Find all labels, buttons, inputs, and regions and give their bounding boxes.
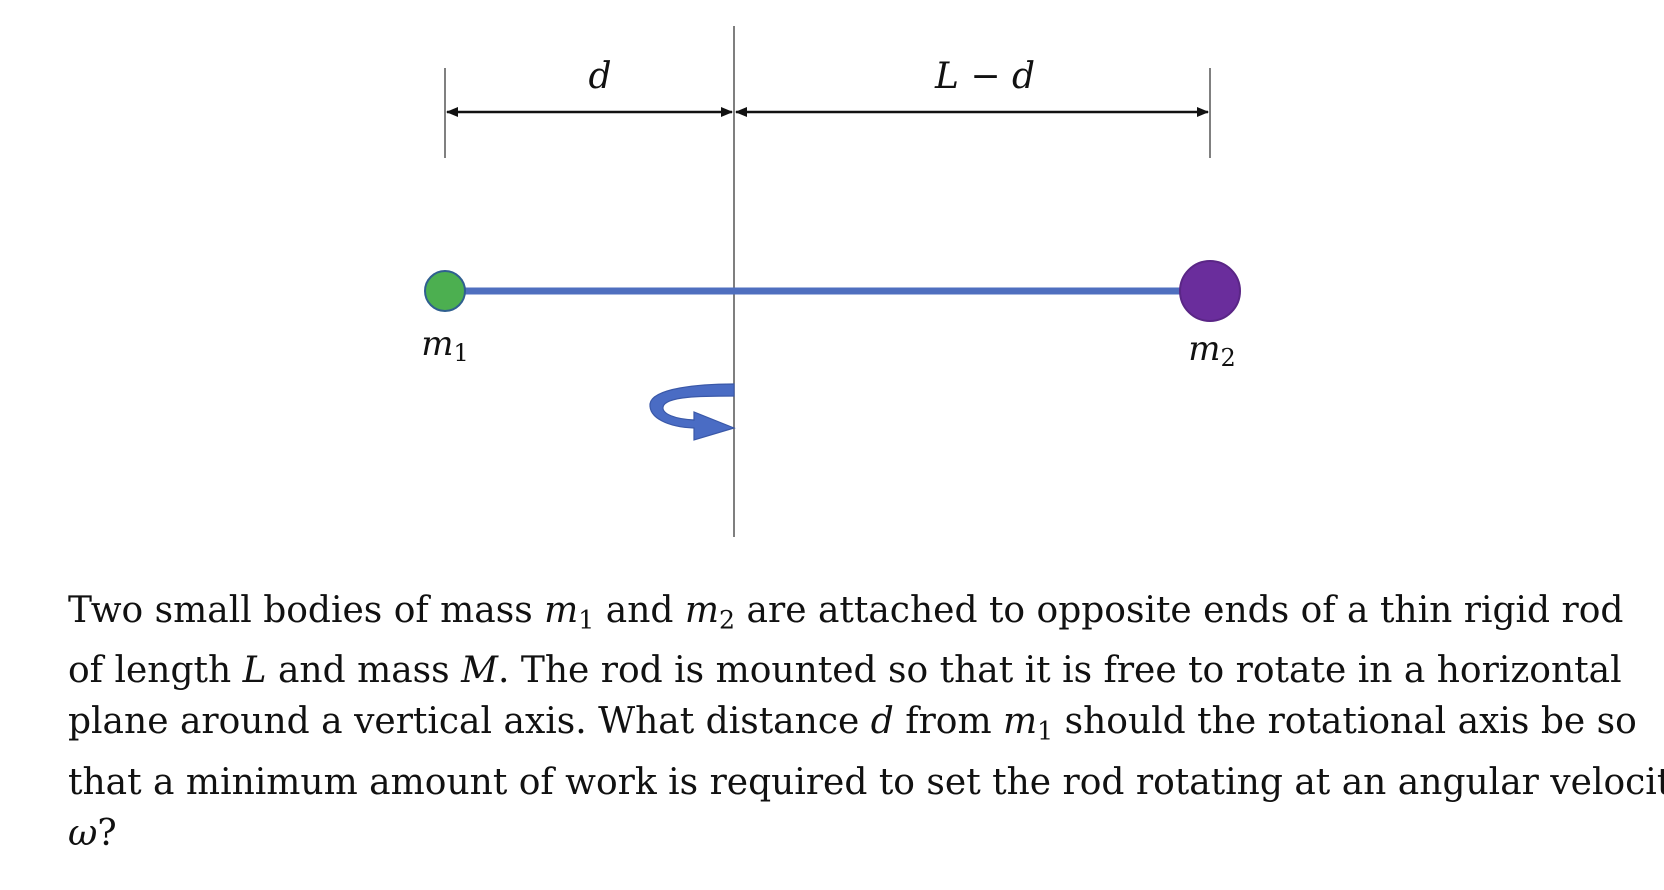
- label-m1: m1: [421, 324, 469, 367]
- math-big-m-var: M: [461, 650, 498, 692]
- math-m1-var: m: [1003, 701, 1038, 743]
- problem-text-segment: Two small bodies of mass: [68, 590, 545, 631]
- problem-text-segment: are attached to opposite ends of a thin …: [735, 590, 1624, 631]
- problem-statement: Two small bodies of mass m1 and m2 are a…: [68, 585, 1664, 859]
- problem-text-segment: from: [893, 701, 1004, 743]
- math-m2-var: m: [684, 590, 720, 631]
- problem-text-segment: and: [594, 590, 685, 631]
- label-l-minus-d: L − d: [934, 56, 1035, 97]
- problem-text-segment: should the rotational axis be so: [1053, 701, 1637, 743]
- problem-line-5: ω?: [68, 808, 1600, 859]
- label-m2-sub: 2: [1220, 344, 1235, 372]
- curved-rotation-arrow-icon: [649, 383, 736, 441]
- math-d-var: d: [870, 701, 894, 743]
- label-d: d: [588, 56, 611, 97]
- problem-text-segment: plane around a vertical axis. What dista…: [68, 701, 871, 743]
- problem-line-4: that a minimum amount of work is require…: [68, 757, 1664, 808]
- math-omega-var: ω: [68, 812, 98, 854]
- problem-line-3: plane around a vertical axis. What dista…: [68, 696, 1637, 756]
- rotating-rod-diagram: d L − d m1 m2: [421, 26, 1241, 537]
- math-m1-var: m: [544, 590, 579, 631]
- label-m1-var: m: [421, 324, 453, 364]
- problem-text-segment: that a minimum amount of work is require…: [68, 761, 1664, 803]
- math-m1-sub: 1: [1037, 716, 1054, 746]
- problem-line-1: Two small bodies of mass m1 and m2 are a…: [68, 585, 1623, 645]
- problem-line-2: of length L and mass M. The rod is mount…: [68, 645, 1622, 696]
- problem-text-segment: and mass: [266, 650, 462, 692]
- math-l-var: L: [242, 650, 267, 692]
- mass-2: [1179, 260, 1241, 322]
- math-m1-sub: 1: [578, 605, 595, 635]
- math-m2-sub: 2: [719, 605, 736, 635]
- mass-1: [424, 270, 466, 312]
- label-m2: m2: [1188, 329, 1236, 372]
- problem-text-segment: ?: [97, 812, 117, 854]
- problem-text-segment: . The rod is mounted so that it is free …: [497, 650, 1622, 692]
- label-m1-sub: 1: [453, 339, 468, 367]
- problem-text-segment: of length: [68, 650, 243, 692]
- label-m2-var: m: [1188, 329, 1220, 369]
